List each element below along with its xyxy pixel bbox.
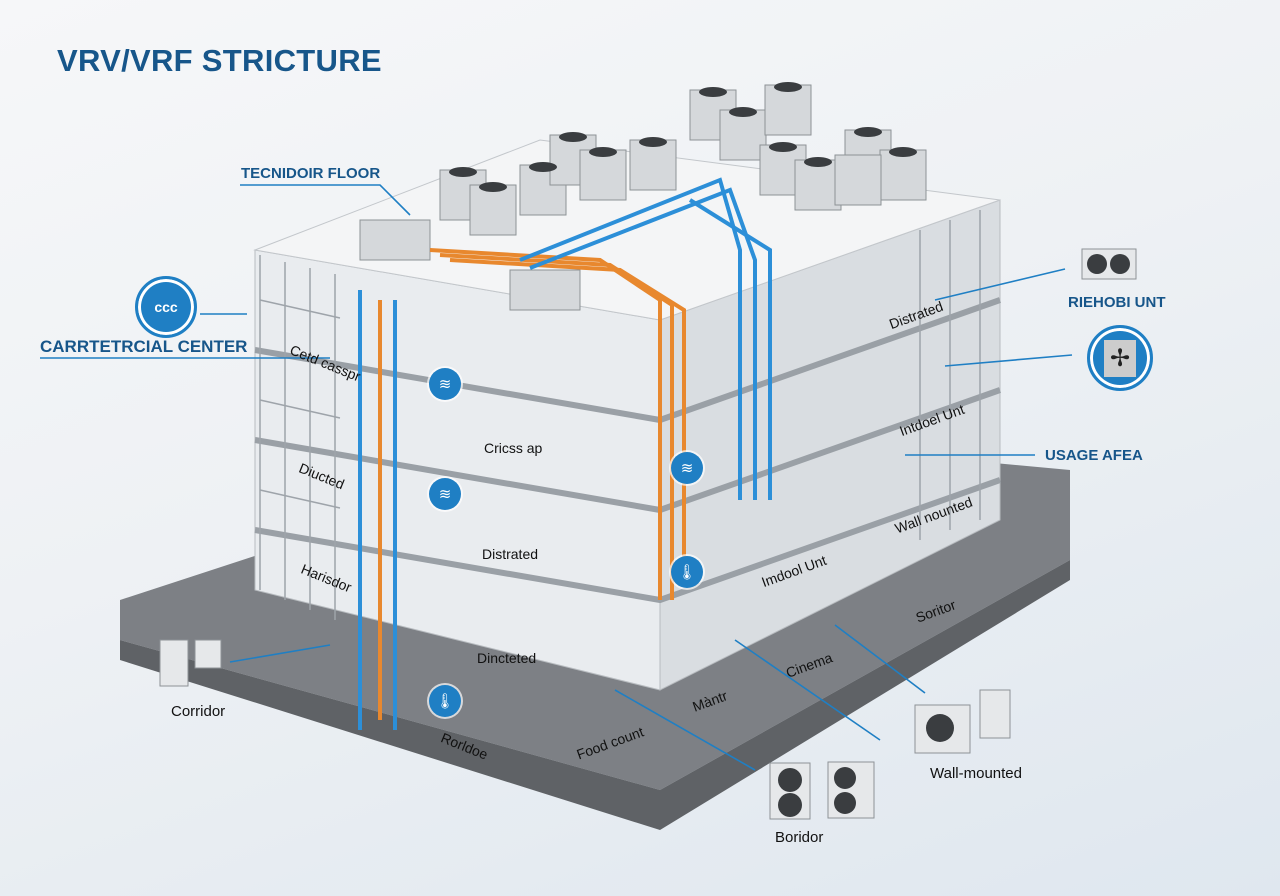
- hvac-wave-icon: ≋: [429, 478, 461, 510]
- callout-commercial-center: CARRTETRCIAL CENTER: [40, 337, 248, 356]
- external-label-corridor: Corridor: [171, 703, 226, 720]
- glass-facade-right: [919, 210, 981, 540]
- external-fans: [778, 254, 1130, 817]
- commercial-center-icon: ccc: [135, 276, 197, 338]
- external-label-boridor: Boridor: [775, 829, 824, 846]
- callout-usage-area: USAGE AFEA: [1045, 447, 1143, 464]
- floor-label-center-1: Cricss ap: [484, 440, 543, 456]
- external-label-wall-mounted: Wall-mounted: [930, 765, 1022, 782]
- diagram-title: VRV/VRF STRICTURE: [57, 43, 382, 78]
- duct-unit-icon: ≋: [671, 452, 703, 484]
- rooftop-outdoor-units: [359, 84, 927, 311]
- callout-refresh-unit: RIEHOBI UNT: [1068, 294, 1166, 311]
- refrigerant-pipes-orange: [378, 248, 686, 720]
- ground-slab-side: [120, 560, 1070, 830]
- fan-grilles: [449, 82, 917, 192]
- leader-lines: [40, 184, 1073, 771]
- thermometer-icon: 🌡: [429, 685, 461, 717]
- glass-facade-left: [259, 255, 341, 620]
- hvac-wave-icon: ≋: [429, 368, 461, 400]
- floor-label-center-3: Dincteted: [477, 650, 537, 666]
- callout-technical-floor: TECNIDOIR FLOOR: [241, 165, 381, 182]
- refrigerant-pipes-blue: [358, 177, 772, 730]
- pipe-fitting-icon: 🌡: [671, 556, 703, 588]
- fan-unit-icon: ✢: [1087, 325, 1153, 391]
- floor-label-center-2: Distrated: [482, 546, 539, 562]
